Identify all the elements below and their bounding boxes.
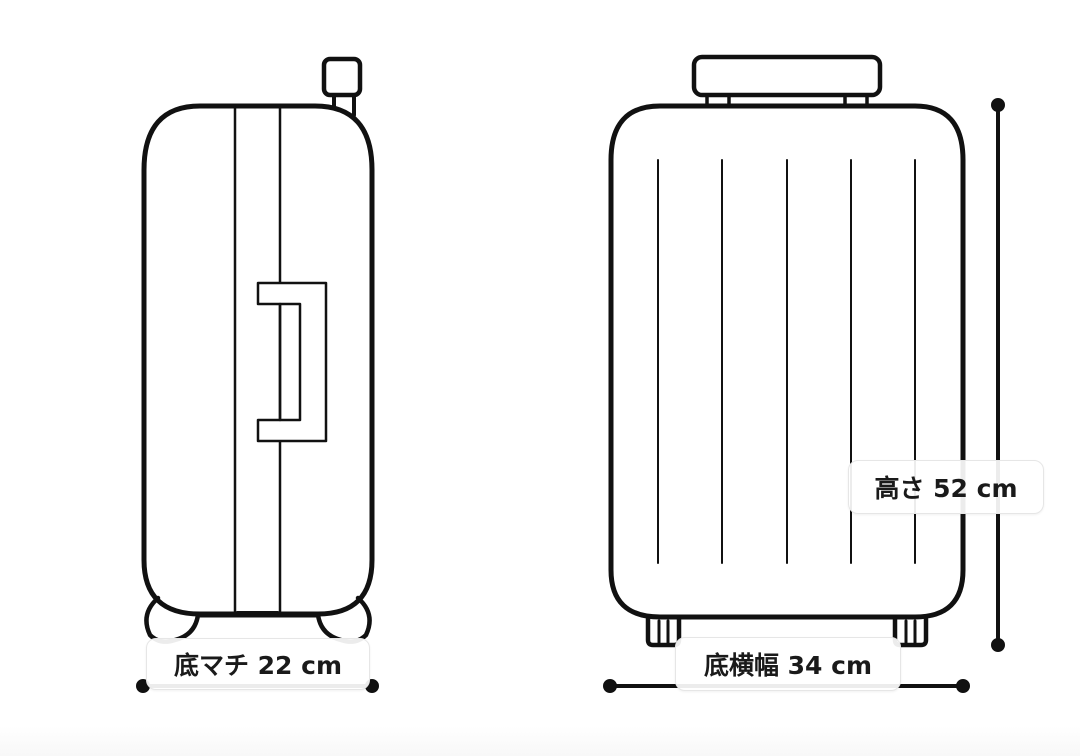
- front-wheel-left: [645, 616, 682, 648]
- side-wheel-right: [315, 595, 372, 644]
- front-view-suitcase: [608, 54, 966, 648]
- top-handle: [691, 54, 883, 98]
- height-dimension: [991, 98, 1005, 652]
- front-body: [608, 103, 966, 620]
- side-body: [141, 103, 375, 617]
- telescopic-handle-grip: [321, 56, 363, 98]
- height-label: 高さ 52 cm: [848, 460, 1044, 514]
- side-carry-handle: [256, 281, 328, 443]
- side-view-suitcase: [141, 56, 375, 644]
- bottom-fade: [0, 726, 1080, 756]
- side-wheel-left: [144, 595, 201, 644]
- width-label: 底横幅 34 cm: [675, 637, 901, 691]
- depth-label: 底マチ 22 cm: [146, 638, 370, 690]
